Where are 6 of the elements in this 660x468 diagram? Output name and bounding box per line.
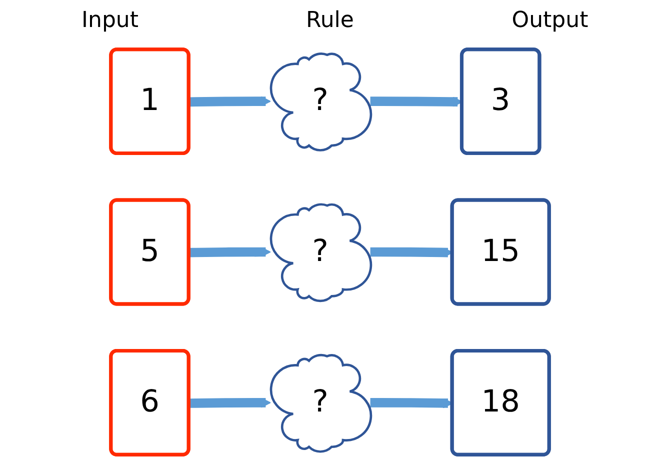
column-heading: Output bbox=[510, 8, 590, 32]
arrow bbox=[189, 246, 271, 258]
column-heading: Rule bbox=[305, 8, 355, 32]
column-heading: Input bbox=[80, 8, 140, 32]
arrow bbox=[189, 398, 271, 408]
arrow bbox=[189, 96, 271, 107]
